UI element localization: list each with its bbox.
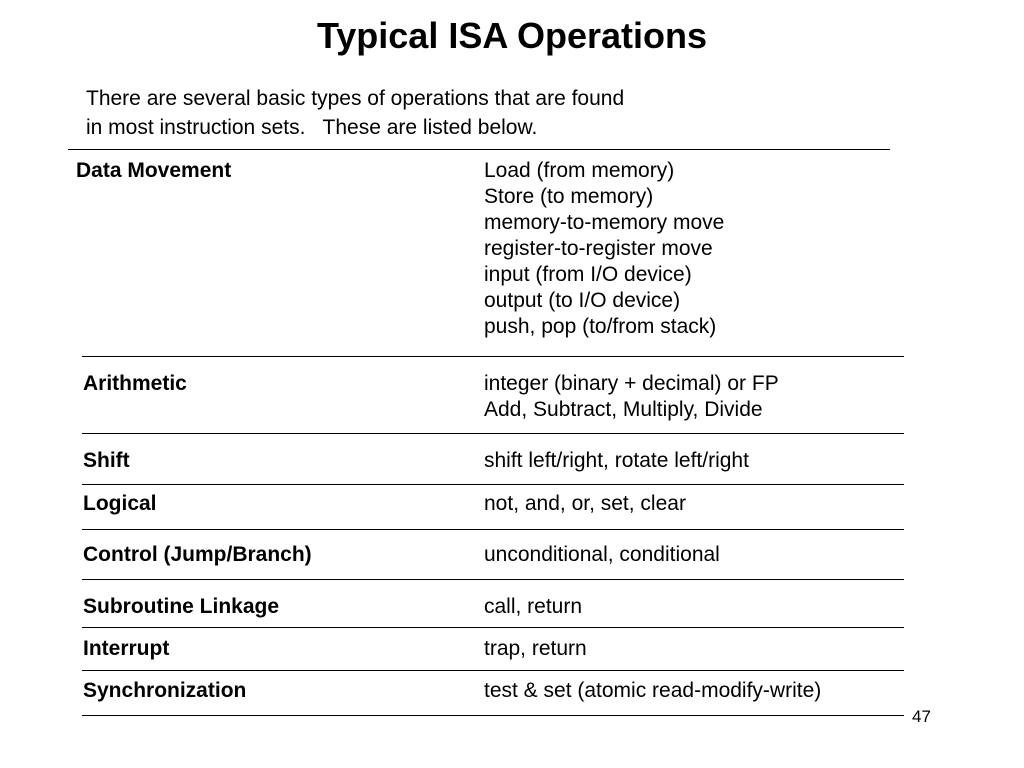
operation-item: Load (from memory): [484, 159, 675, 182]
slide-title: Typical ISA Operations: [316, 15, 708, 56]
divider-line: [82, 484, 904, 485]
category-control: Control (Jump/Branch): [83, 543, 312, 566]
operation-item: call, return: [484, 595, 583, 618]
divider-line: [82, 356, 904, 357]
operation-item: output (to I/O device): [484, 289, 681, 312]
category-logical: Logical: [83, 492, 157, 515]
operations-interrupt: trap, return: [484, 636, 587, 662]
category-subroutine-linkage: Subroutine Linkage: [83, 595, 280, 618]
divider-line: [82, 433, 904, 434]
page-number: 47: [912, 707, 931, 726]
divider-line: [68, 149, 890, 150]
operations-arithmetic: integer (binary + decimal) or FP Add, Su…: [484, 371, 779, 423]
divider-line: [82, 529, 904, 530]
category-arithmetic: Arithmetic: [83, 372, 187, 395]
divider-line: [82, 579, 904, 580]
operation-item: shift left/right, rotate left/right: [484, 449, 749, 472]
operations-shift: shift left/right, rotate left/right: [484, 448, 749, 474]
category-data-movement: Data Movement: [76, 159, 232, 182]
operation-item: not, and, or, set, clear: [484, 492, 686, 515]
operations-synchronization: test & set (atomic read-modify-write): [484, 678, 821, 704]
operation-item: memory-to-memory move: [484, 211, 725, 234]
operation-item: register-to-register move: [484, 237, 713, 260]
operations-logical: not, and, or, set, clear: [484, 491, 686, 517]
divider-line: [82, 627, 904, 628]
divider-line: [82, 715, 904, 716]
operation-item: test & set (atomic read-modify-write): [484, 679, 822, 702]
category-shift: Shift: [83, 449, 130, 472]
intro-line: in most instruction sets. These are list…: [86, 116, 538, 139]
operation-item: input (from I/O device): [484, 263, 692, 286]
operation-item: Add, Subtract, Multiply, Divide: [484, 398, 763, 421]
intro-paragraph: There are several basic types of operati…: [86, 84, 846, 142]
operations-subroutine-linkage: call, return: [484, 594, 582, 620]
operation-item: integer (binary + decimal) or FP: [484, 372, 779, 395]
operation-item: trap, return: [484, 637, 587, 660]
category-synchronization: Synchronization: [83, 679, 247, 702]
divider-line: [82, 670, 904, 671]
intro-line: There are several basic types of operati…: [86, 87, 625, 110]
operation-item: push, pop (to/from stack): [484, 315, 717, 338]
category-interrupt: Interrupt: [83, 637, 170, 660]
operations-control: unconditional, conditional: [484, 542, 720, 568]
operations-data-movement: Load (from memory) Store (to memory) mem…: [484, 158, 724, 340]
operation-item: Store (to memory): [484, 185, 654, 208]
operation-item: unconditional, conditional: [484, 543, 720, 566]
